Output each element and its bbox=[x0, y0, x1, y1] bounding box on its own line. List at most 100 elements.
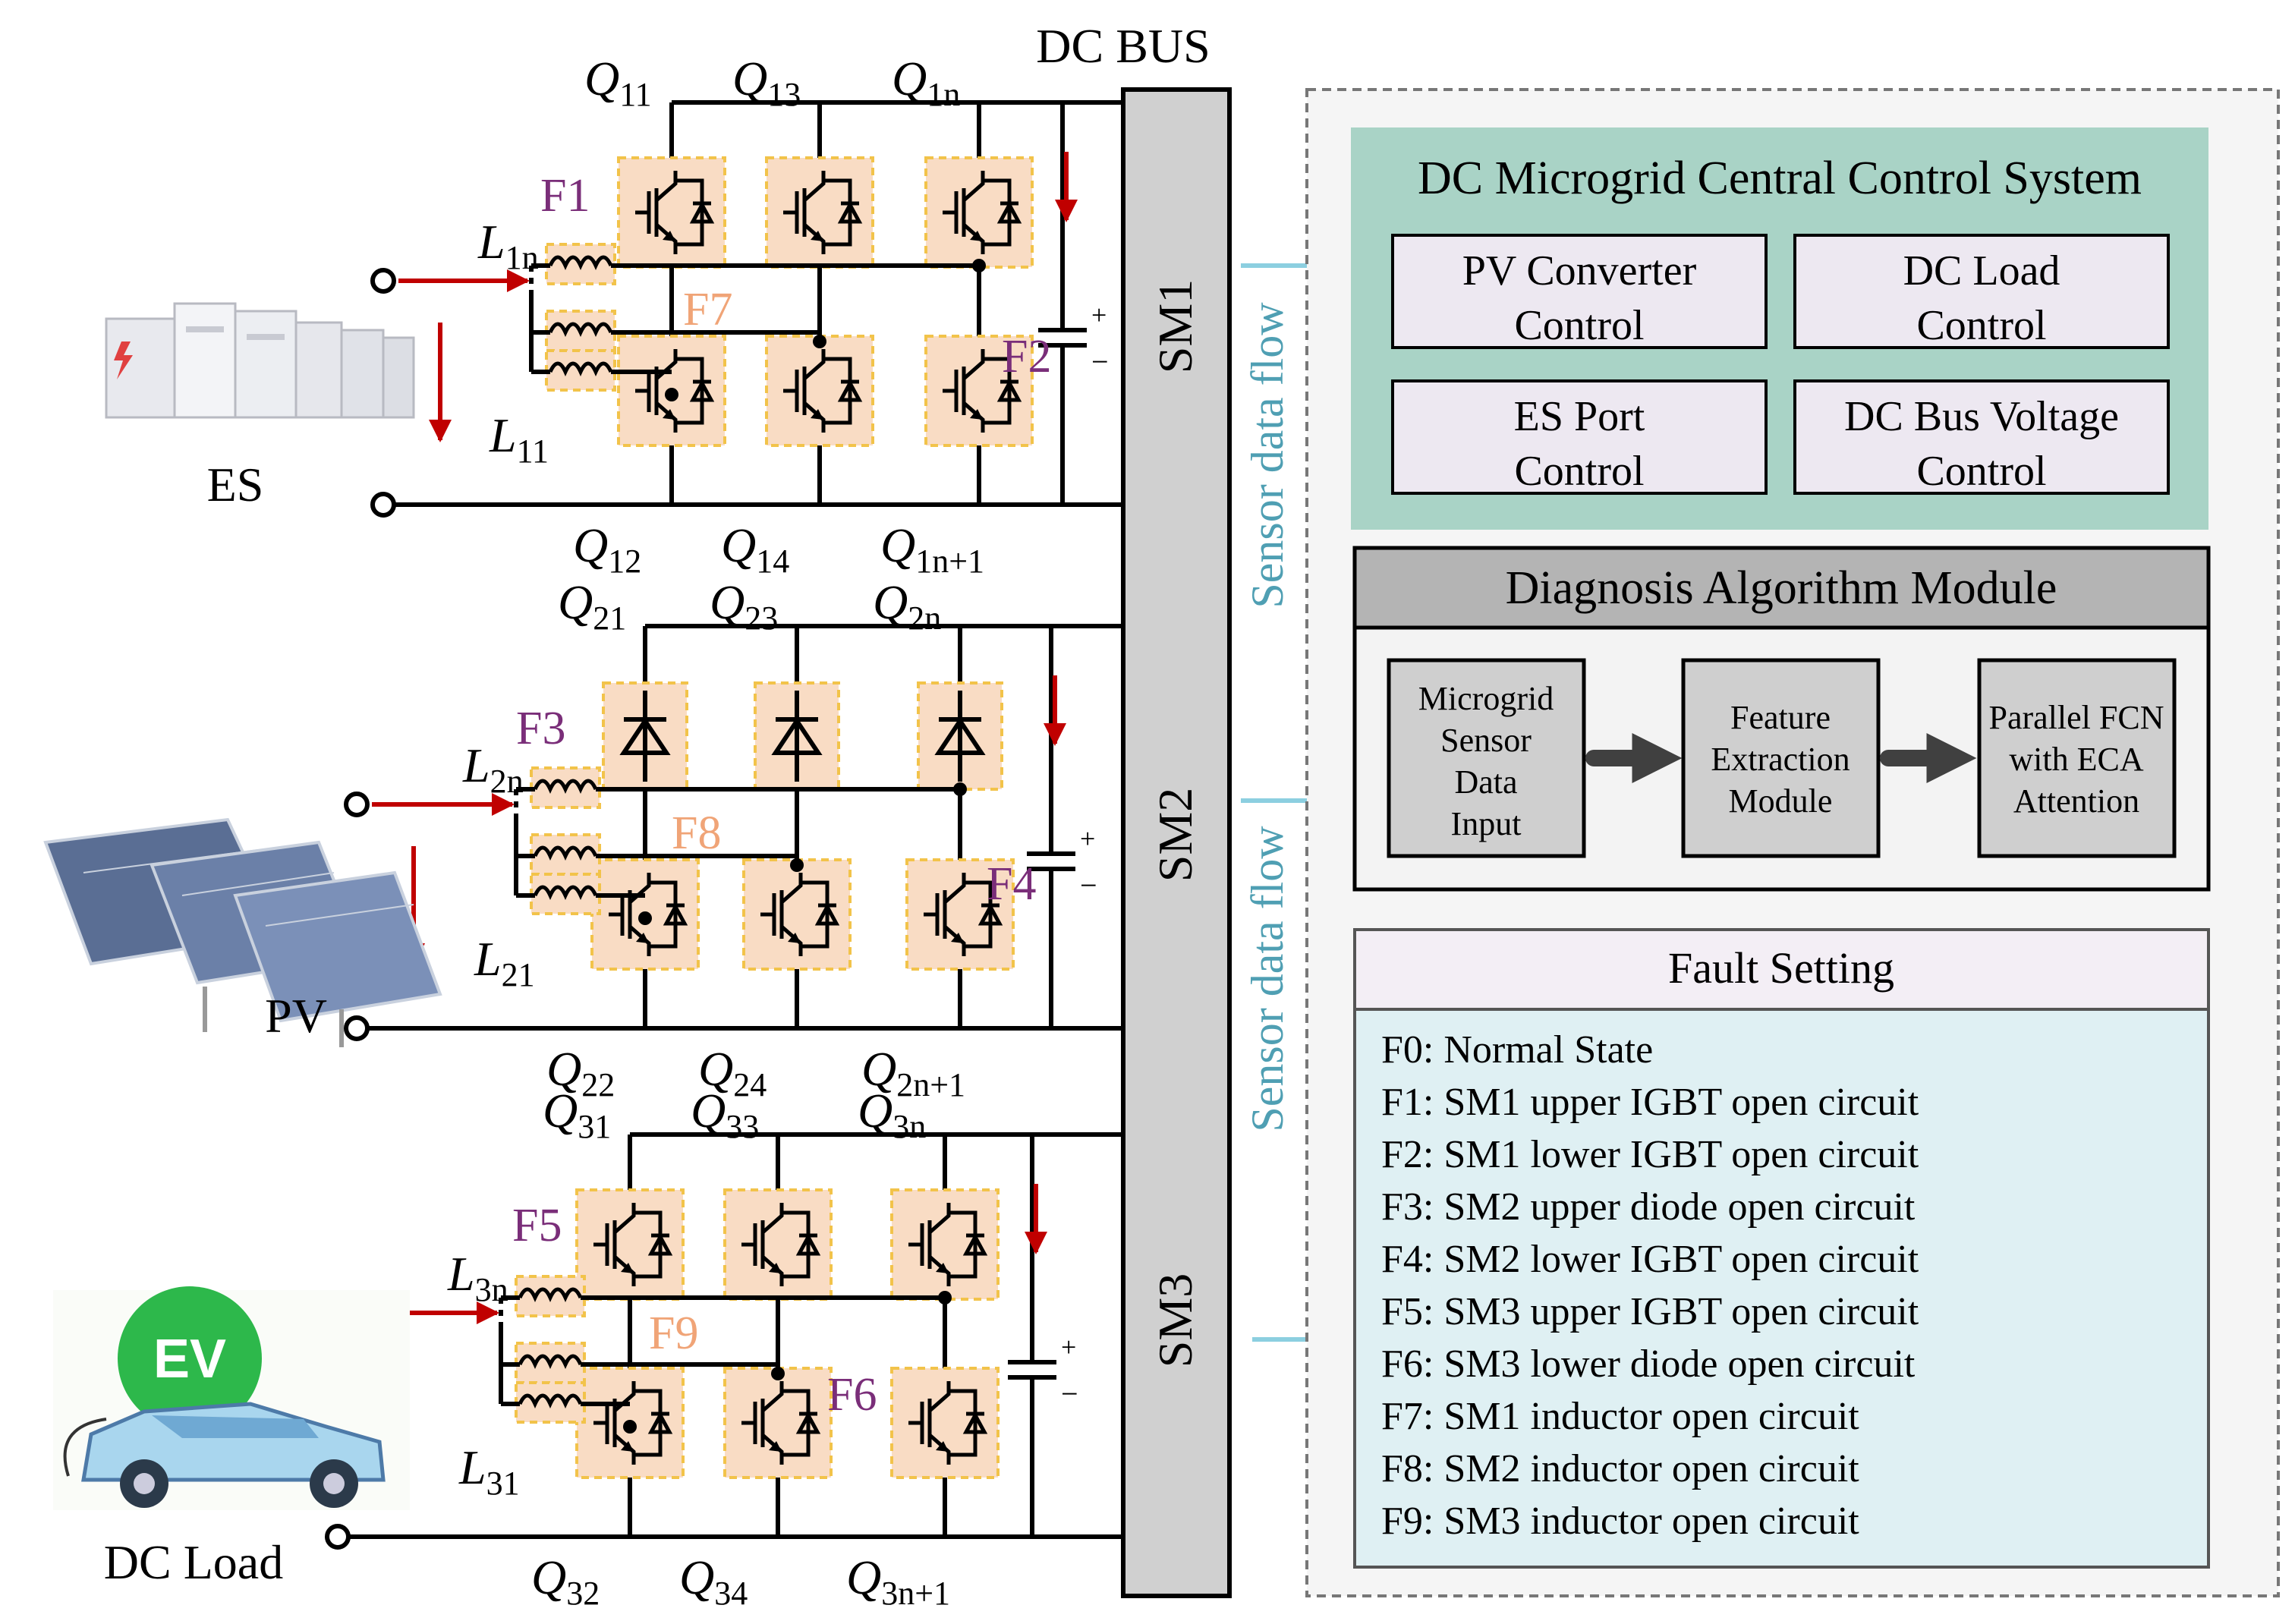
fault-setting-title: Fault Setting bbox=[1668, 943, 1894, 993]
fault-setting-item: F6: SM3 lower diode open circuit bbox=[1381, 1342, 1916, 1386]
solar-panel-icon bbox=[43, 817, 442, 1047]
dc-bus-label: DC BUS bbox=[1036, 19, 1210, 73]
sm1-label: SM1 bbox=[1148, 279, 1202, 374]
inductor-label-top: L3n bbox=[447, 1247, 508, 1308]
inductor-icon bbox=[545, 310, 616, 352]
capacitor-minus-sign: − bbox=[1080, 868, 1097, 902]
control-system-title: DC Microgrid Central Control System bbox=[1418, 153, 2142, 204]
dc-bus-bar bbox=[1121, 87, 1232, 1598]
switch-label-bottom: Q22 bbox=[546, 1042, 615, 1103]
control-box-label: Control bbox=[1916, 302, 2046, 349]
fault-marker: F6 bbox=[827, 1369, 877, 1421]
fault-setting-item: F8: SM2 inductor open circuit bbox=[1381, 1447, 1859, 1490]
pv-label: PV bbox=[265, 989, 327, 1043]
fault-setting-item: F4: SM2 lower IGBT open circuit bbox=[1381, 1238, 1919, 1281]
switch-label-top: Q21 bbox=[558, 575, 626, 637]
fault-marker: F1 bbox=[540, 170, 590, 222]
control-box-label: ES Port bbox=[1514, 393, 1645, 440]
switch-label-top: Q31 bbox=[543, 1084, 611, 1145]
switch-label-bottom: Q3n+1 bbox=[846, 1550, 950, 1612]
capacitor-plus-sign: + bbox=[1061, 1332, 1076, 1362]
diagnosis-step-label: Parallel FCN bbox=[1989, 699, 2164, 736]
diagnosis-header bbox=[1352, 546, 2211, 630]
control-box bbox=[1793, 379, 2170, 495]
energy-storage-icon bbox=[105, 302, 415, 419]
igbt-switch-icon bbox=[905, 858, 1015, 971]
capacitor-plus-sign: + bbox=[1080, 823, 1095, 854]
terminal-icon bbox=[344, 792, 370, 817]
fault-marker: F3 bbox=[516, 703, 565, 754]
switch-label-bottom: Q12 bbox=[573, 518, 641, 580]
capacitor-minus-sign: − bbox=[1091, 345, 1109, 379]
igbt-switch-icon bbox=[575, 1367, 685, 1479]
switch-label-bottom: Q32 bbox=[531, 1550, 600, 1612]
sm2-label: SM2 bbox=[1148, 788, 1202, 883]
switch-label-top: Q23 bbox=[710, 575, 778, 637]
terminal-icon bbox=[370, 492, 396, 518]
fault-marker: F4 bbox=[987, 858, 1036, 910]
terminal-icon bbox=[325, 1524, 351, 1550]
control-box-label: Control bbox=[1514, 448, 1644, 495]
igbt-switch-icon bbox=[575, 1188, 685, 1301]
diagnosis-step-label: with ECA bbox=[2009, 741, 2143, 778]
diagnosis-step-box bbox=[1977, 658, 2177, 858]
terminal-icon bbox=[370, 268, 396, 294]
diagnosis-step-box bbox=[1387, 658, 1586, 858]
dc-load-label: DC Load bbox=[104, 1535, 283, 1589]
es-label: ES bbox=[207, 458, 264, 511]
sensor-flow-label-top: Sensor data flow bbox=[1242, 302, 1292, 609]
ev-badge-text: EV bbox=[153, 1329, 226, 1390]
fault-setting-item: F0: Normal State bbox=[1381, 1028, 1653, 1072]
inductor-label-bottom: L21 bbox=[474, 932, 535, 993]
diagnosis-step-label: Attention bbox=[2013, 782, 2139, 820]
switch-label-top: Q13 bbox=[732, 52, 801, 113]
igbt-switch-icon bbox=[890, 1188, 1000, 1301]
fault-marker: F9 bbox=[649, 1308, 698, 1359]
inductor-icon bbox=[515, 1275, 586, 1317]
switch-label-bottom: Q2n+1 bbox=[861, 1042, 965, 1103]
diagnosis-step-label: Extraction bbox=[1711, 741, 1850, 778]
fault-setting-item: F7: SM1 inductor open circuit bbox=[1381, 1395, 1859, 1438]
inductor-icon bbox=[545, 349, 616, 392]
igbt-switch-icon bbox=[924, 335, 1034, 447]
switch-label-top: Q1n bbox=[892, 52, 960, 113]
capacitor-icon: +− bbox=[1038, 300, 1109, 379]
inductor-label-bottom: L11 bbox=[489, 408, 549, 470]
diagnosis-step-label: Microgrid bbox=[1418, 680, 1554, 717]
capacitor-icon: +− bbox=[1008, 1332, 1078, 1411]
diode-icon bbox=[917, 681, 1003, 791]
switch-label-top: Q11 bbox=[584, 52, 652, 113]
capacitor-plus-sign: + bbox=[1091, 300, 1107, 330]
terminal-icon bbox=[344, 1015, 370, 1041]
junction-dot bbox=[665, 388, 678, 401]
diagnosis-step-label: Feature bbox=[1730, 699, 1831, 736]
switch-label-top: Q33 bbox=[691, 1084, 759, 1145]
fault-setting-header bbox=[1353, 928, 2210, 1011]
inductor-icon bbox=[530, 873, 601, 915]
igbt-switch-icon bbox=[890, 1367, 1000, 1479]
fault-setting-item: F9: SM3 inductor open circuit bbox=[1381, 1500, 1859, 1543]
junction-dot bbox=[623, 1420, 637, 1434]
control-box-label: PV Converter bbox=[1462, 247, 1697, 294]
fault-setting-item: F1: SM1 upper IGBT open circuit bbox=[1381, 1081, 1919, 1124]
switch-label-bottom: Q14 bbox=[721, 518, 789, 580]
fault-marker: F7 bbox=[683, 284, 732, 335]
fault-setting-item: F3: SM2 upper diode open circuit bbox=[1381, 1185, 1916, 1229]
inductor-icon bbox=[530, 833, 601, 876]
control-box-label: Control bbox=[1916, 448, 2046, 495]
control-box bbox=[1793, 234, 2170, 349]
diode-icon bbox=[602, 681, 688, 791]
diagnosis-step-label: Data bbox=[1454, 763, 1517, 801]
diagnosis-step-label: Module bbox=[1729, 782, 1833, 820]
diode-icon bbox=[754, 681, 840, 791]
sm3-label: SM3 bbox=[1148, 1273, 1202, 1368]
switch-label-top: Q2n bbox=[873, 575, 941, 637]
fault-setting-item: F2: SM1 lower IGBT open circuit bbox=[1381, 1133, 1919, 1176]
igbt-switch-icon bbox=[723, 1367, 833, 1479]
control-box-label: DC Load bbox=[1903, 247, 2060, 294]
control-box-label: DC Bus Voltage bbox=[1844, 393, 2119, 440]
junction-dot bbox=[638, 911, 652, 925]
